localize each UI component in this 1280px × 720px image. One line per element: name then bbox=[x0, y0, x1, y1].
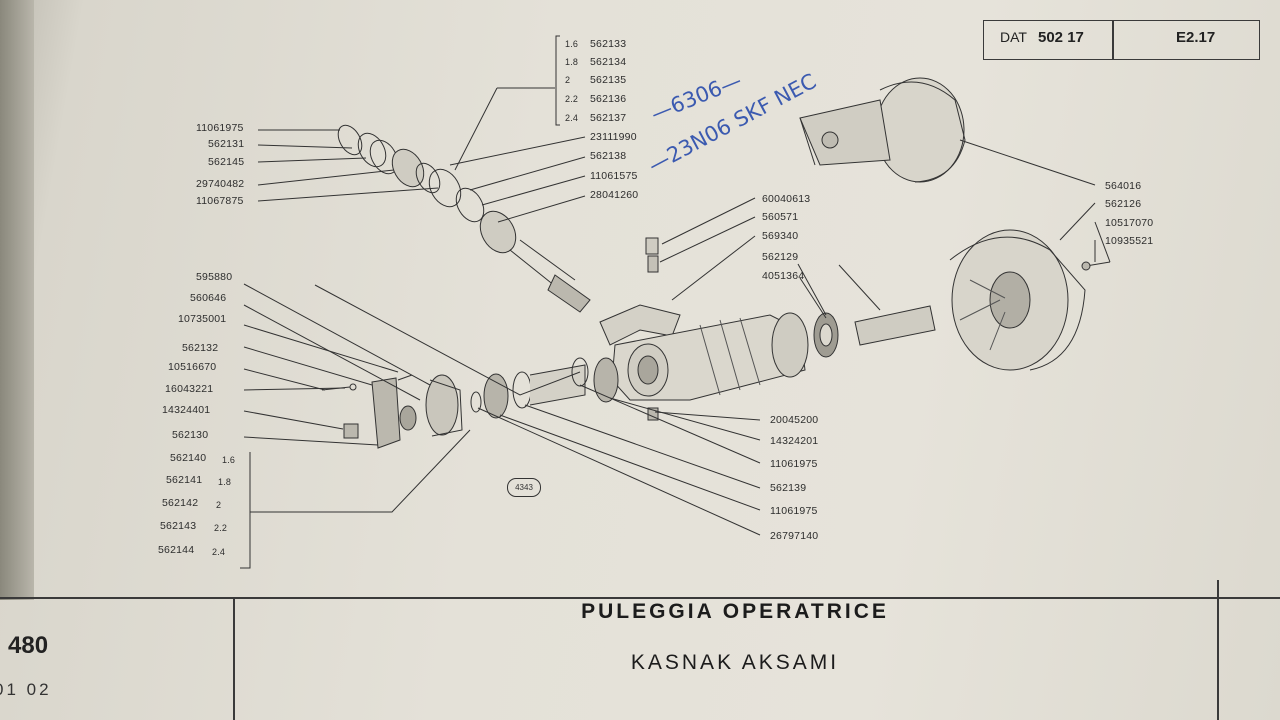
exploded-view-drawing bbox=[240, 35, 1111, 569]
spacer-size: 2.2 bbox=[565, 94, 579, 104]
title-block-border bbox=[0, 597, 1280, 599]
vent-plug bbox=[645, 237, 659, 273]
revision-code: 01 02 bbox=[0, 680, 52, 699]
spacer-part-number: 562144 bbox=[158, 544, 195, 556]
part-label: 11061975 bbox=[770, 505, 818, 517]
header-divider bbox=[1112, 21, 1114, 59]
spacer-size: 1.8 bbox=[218, 477, 232, 487]
spacer-size: 2.2 bbox=[214, 523, 228, 533]
spacer-part-number: 562135 bbox=[590, 74, 627, 86]
spacer-size: 1.8 bbox=[565, 57, 579, 67]
part-label: 14324401 bbox=[162, 404, 211, 416]
spacer-part-number: 562141 bbox=[166, 474, 203, 486]
spacer-part-number: 562134 bbox=[590, 56, 627, 68]
output-pulley bbox=[854, 229, 1086, 371]
spacer-part-number: 562143 bbox=[160, 520, 197, 532]
part-label: 16043221 bbox=[165, 383, 214, 395]
spacer-part-number: 562136 bbox=[590, 93, 627, 105]
part-label: 562131 bbox=[208, 138, 245, 150]
page-edge-shadow bbox=[0, 0, 34, 600]
title-block-divider bbox=[233, 598, 235, 720]
part-label: 10517070 bbox=[1105, 217, 1154, 229]
dat-number: 502 17 bbox=[1038, 29, 1084, 46]
part-label: 20045200 bbox=[770, 414, 819, 426]
spacer-size: 1.6 bbox=[565, 39, 579, 49]
spacer-part-number: 562142 bbox=[162, 497, 199, 509]
part-label: 4051364 bbox=[762, 270, 805, 282]
part-label: 562145 bbox=[208, 156, 245, 168]
part-label: 11061975 bbox=[770, 458, 818, 470]
part-label: 10516670 bbox=[168, 361, 217, 373]
part-label: 28041260 bbox=[590, 189, 639, 201]
part-label: 562126 bbox=[1105, 198, 1142, 210]
part-label: 562130 bbox=[172, 429, 209, 441]
part-label: 560571 bbox=[762, 211, 799, 223]
spacer-part-number: 562140 bbox=[170, 452, 207, 464]
part-label: 14324201 bbox=[770, 435, 819, 447]
part-label: 23111990 bbox=[590, 131, 637, 143]
part-label: 60040613 bbox=[762, 193, 811, 205]
spacer-size: 2 bbox=[216, 500, 222, 510]
part-label: 562132 bbox=[182, 342, 219, 354]
part-label: 11061975 bbox=[196, 122, 244, 134]
part-label: 562139 bbox=[770, 482, 807, 494]
part-label: 560646 bbox=[190, 292, 227, 304]
spacer-part-number: 562137 bbox=[590, 112, 627, 124]
part-label: 10735001 bbox=[178, 313, 227, 325]
part-label: 569340 bbox=[762, 230, 799, 242]
spacer-size: 1.6 bbox=[222, 455, 236, 465]
input-shaft-assembly bbox=[337, 124, 591, 313]
part-label: 564016 bbox=[1105, 180, 1142, 192]
model-number: 480 bbox=[8, 632, 49, 659]
part-label: 595880 bbox=[196, 271, 233, 283]
spacer-part-number: 562133 bbox=[590, 38, 627, 50]
spacer-size: 2.4 bbox=[565, 113, 579, 123]
part-label: 26797140 bbox=[770, 530, 819, 542]
sheet-number: E2.17 bbox=[1176, 29, 1216, 46]
part-label: 562129 bbox=[762, 251, 799, 263]
gear-housing bbox=[599, 304, 809, 401]
page-subtitle: KASNAK AKSAMI bbox=[630, 651, 840, 674]
assembled-pulley bbox=[799, 77, 966, 183]
part-label: 29740482 bbox=[196, 178, 245, 190]
spacer-size: 2.4 bbox=[212, 547, 226, 557]
spacer-size: 2 bbox=[565, 75, 571, 85]
sheet-header-box: DAT 502 17 E2.17 bbox=[983, 20, 1260, 60]
dat-label: DAT bbox=[1000, 29, 1027, 45]
part-label: 10935521 bbox=[1105, 235, 1154, 247]
part-label: 11061575 bbox=[590, 170, 638, 182]
page-title: PULEGGIA OPERATRICE bbox=[581, 600, 889, 623]
title-block-divider bbox=[1217, 580, 1219, 720]
part-label: 562138 bbox=[590, 150, 627, 162]
figure-id-badge: 4343 bbox=[507, 478, 541, 497]
part-label: 11067875 bbox=[196, 195, 244, 207]
